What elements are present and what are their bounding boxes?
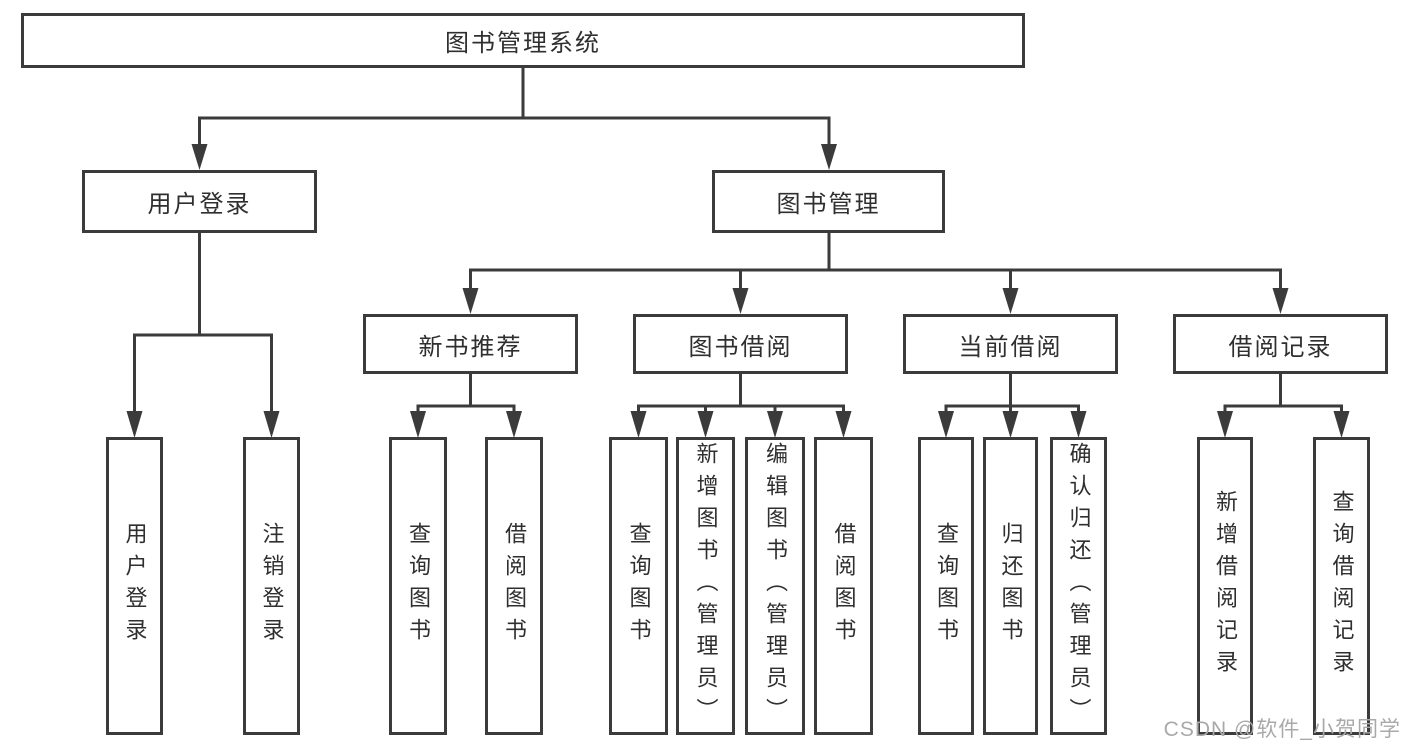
leaf-user-login: 用户登录 bbox=[106, 437, 163, 735]
node-book-management: 图书管理 bbox=[712, 170, 945, 233]
leaf-borrow-books: 借阅图书 bbox=[814, 437, 873, 735]
arrowhead bbox=[462, 288, 479, 314]
leaf-label: 查询图书 bbox=[626, 522, 652, 650]
leaf-label: 借阅图书 bbox=[502, 522, 527, 650]
node-borrow-records: 借阅记录 bbox=[1173, 314, 1388, 374]
arrowhead bbox=[732, 288, 749, 314]
arrowhead bbox=[697, 411, 714, 438]
leaf-label: 查询图书 bbox=[934, 522, 959, 650]
arrowhead bbox=[1333, 411, 1350, 438]
leaf-edit-book-admin: 编辑图书（管理员） bbox=[745, 437, 805, 735]
node-current-borrow: 当前借阅 bbox=[903, 314, 1118, 374]
leaf-confirm-return-admin: 确认归还（管理员） bbox=[1050, 437, 1107, 735]
node-label: 新书推荐 bbox=[418, 333, 523, 361]
arrowhead bbox=[126, 411, 143, 438]
node-label: 图书借阅 bbox=[688, 333, 793, 361]
arrowhead bbox=[1217, 411, 1233, 438]
arrowhead bbox=[410, 411, 426, 438]
arrowhead bbox=[821, 144, 837, 170]
node-label: 借阅记录 bbox=[1228, 333, 1333, 361]
arrowhead bbox=[506, 411, 522, 438]
leaf-query-books-recommend: 查询图书 bbox=[389, 437, 447, 735]
edge-book-borrow-to-leaves bbox=[630, 374, 852, 438]
edge-new-book-recommend-to-leaves bbox=[410, 374, 522, 438]
node-user-login: 用户登录 bbox=[82, 170, 317, 233]
csdn-watermark: CSDN @软件_小贺同学 bbox=[1163, 718, 1401, 741]
node-label: 当前借阅 bbox=[958, 333, 1063, 361]
arrowhead bbox=[191, 144, 208, 170]
node-root-library-system: 图书管理系统 bbox=[21, 13, 1025, 68]
leaf-label: 新增借阅记录 bbox=[1213, 490, 1238, 682]
arrowhead bbox=[767, 411, 783, 438]
leaf-query-books-borrow: 查询图书 bbox=[609, 437, 668, 735]
leaf-return-book: 归还图书 bbox=[983, 437, 1038, 735]
leaf-label: 编辑图书（管理员） bbox=[763, 442, 788, 730]
leaf-logout: 注销登录 bbox=[243, 437, 300, 735]
leaf-query-books-current: 查询图书 bbox=[918, 437, 974, 735]
leaf-add-book-admin: 新增图书（管理员） bbox=[676, 437, 735, 735]
leaf-label: 归还图书 bbox=[998, 522, 1024, 650]
leaf-query-borrow-record: 查询借阅记录 bbox=[1313, 437, 1370, 735]
leaf-label: 查询借阅记录 bbox=[1329, 490, 1355, 682]
node-label: 用户登录 bbox=[147, 191, 252, 218]
node-new-book-recommend: 新书推荐 bbox=[363, 314, 578, 374]
edge-borrow-records-to-leaves bbox=[1217, 374, 1350, 438]
node-label: 图书管理系统 bbox=[445, 30, 601, 57]
edge-root-to-level2 bbox=[191, 68, 837, 170]
leaf-label: 确认归还（管理员） bbox=[1066, 442, 1092, 730]
edge-user-login-to-leaves bbox=[126, 233, 280, 438]
edge-book-management-to-level3 bbox=[462, 233, 1289, 314]
arrowhead bbox=[263, 411, 280, 438]
arrowhead bbox=[630, 411, 647, 438]
node-book-borrow: 图书借阅 bbox=[633, 314, 848, 374]
leaf-label: 注销登录 bbox=[259, 522, 285, 650]
arrowhead bbox=[1070, 411, 1087, 438]
node-label: 图书管理 bbox=[776, 191, 881, 218]
leaf-label: 新增图书（管理员） bbox=[693, 442, 719, 730]
leaf-borrow-books-recommend: 借阅图书 bbox=[485, 437, 543, 735]
arrowhead bbox=[1272, 288, 1289, 314]
arrowhead bbox=[835, 411, 852, 438]
leaf-add-borrow-record: 新增借阅记录 bbox=[1197, 437, 1253, 735]
arrowhead bbox=[1002, 411, 1019, 438]
arrowhead bbox=[1002, 288, 1019, 314]
leaf-label: 用户登录 bbox=[122, 522, 148, 650]
leaf-label: 查询图书 bbox=[406, 522, 431, 650]
edge-current-borrow-to-leaves bbox=[938, 374, 1087, 438]
arrowhead bbox=[938, 411, 954, 438]
leaf-label: 借阅图书 bbox=[831, 522, 857, 650]
